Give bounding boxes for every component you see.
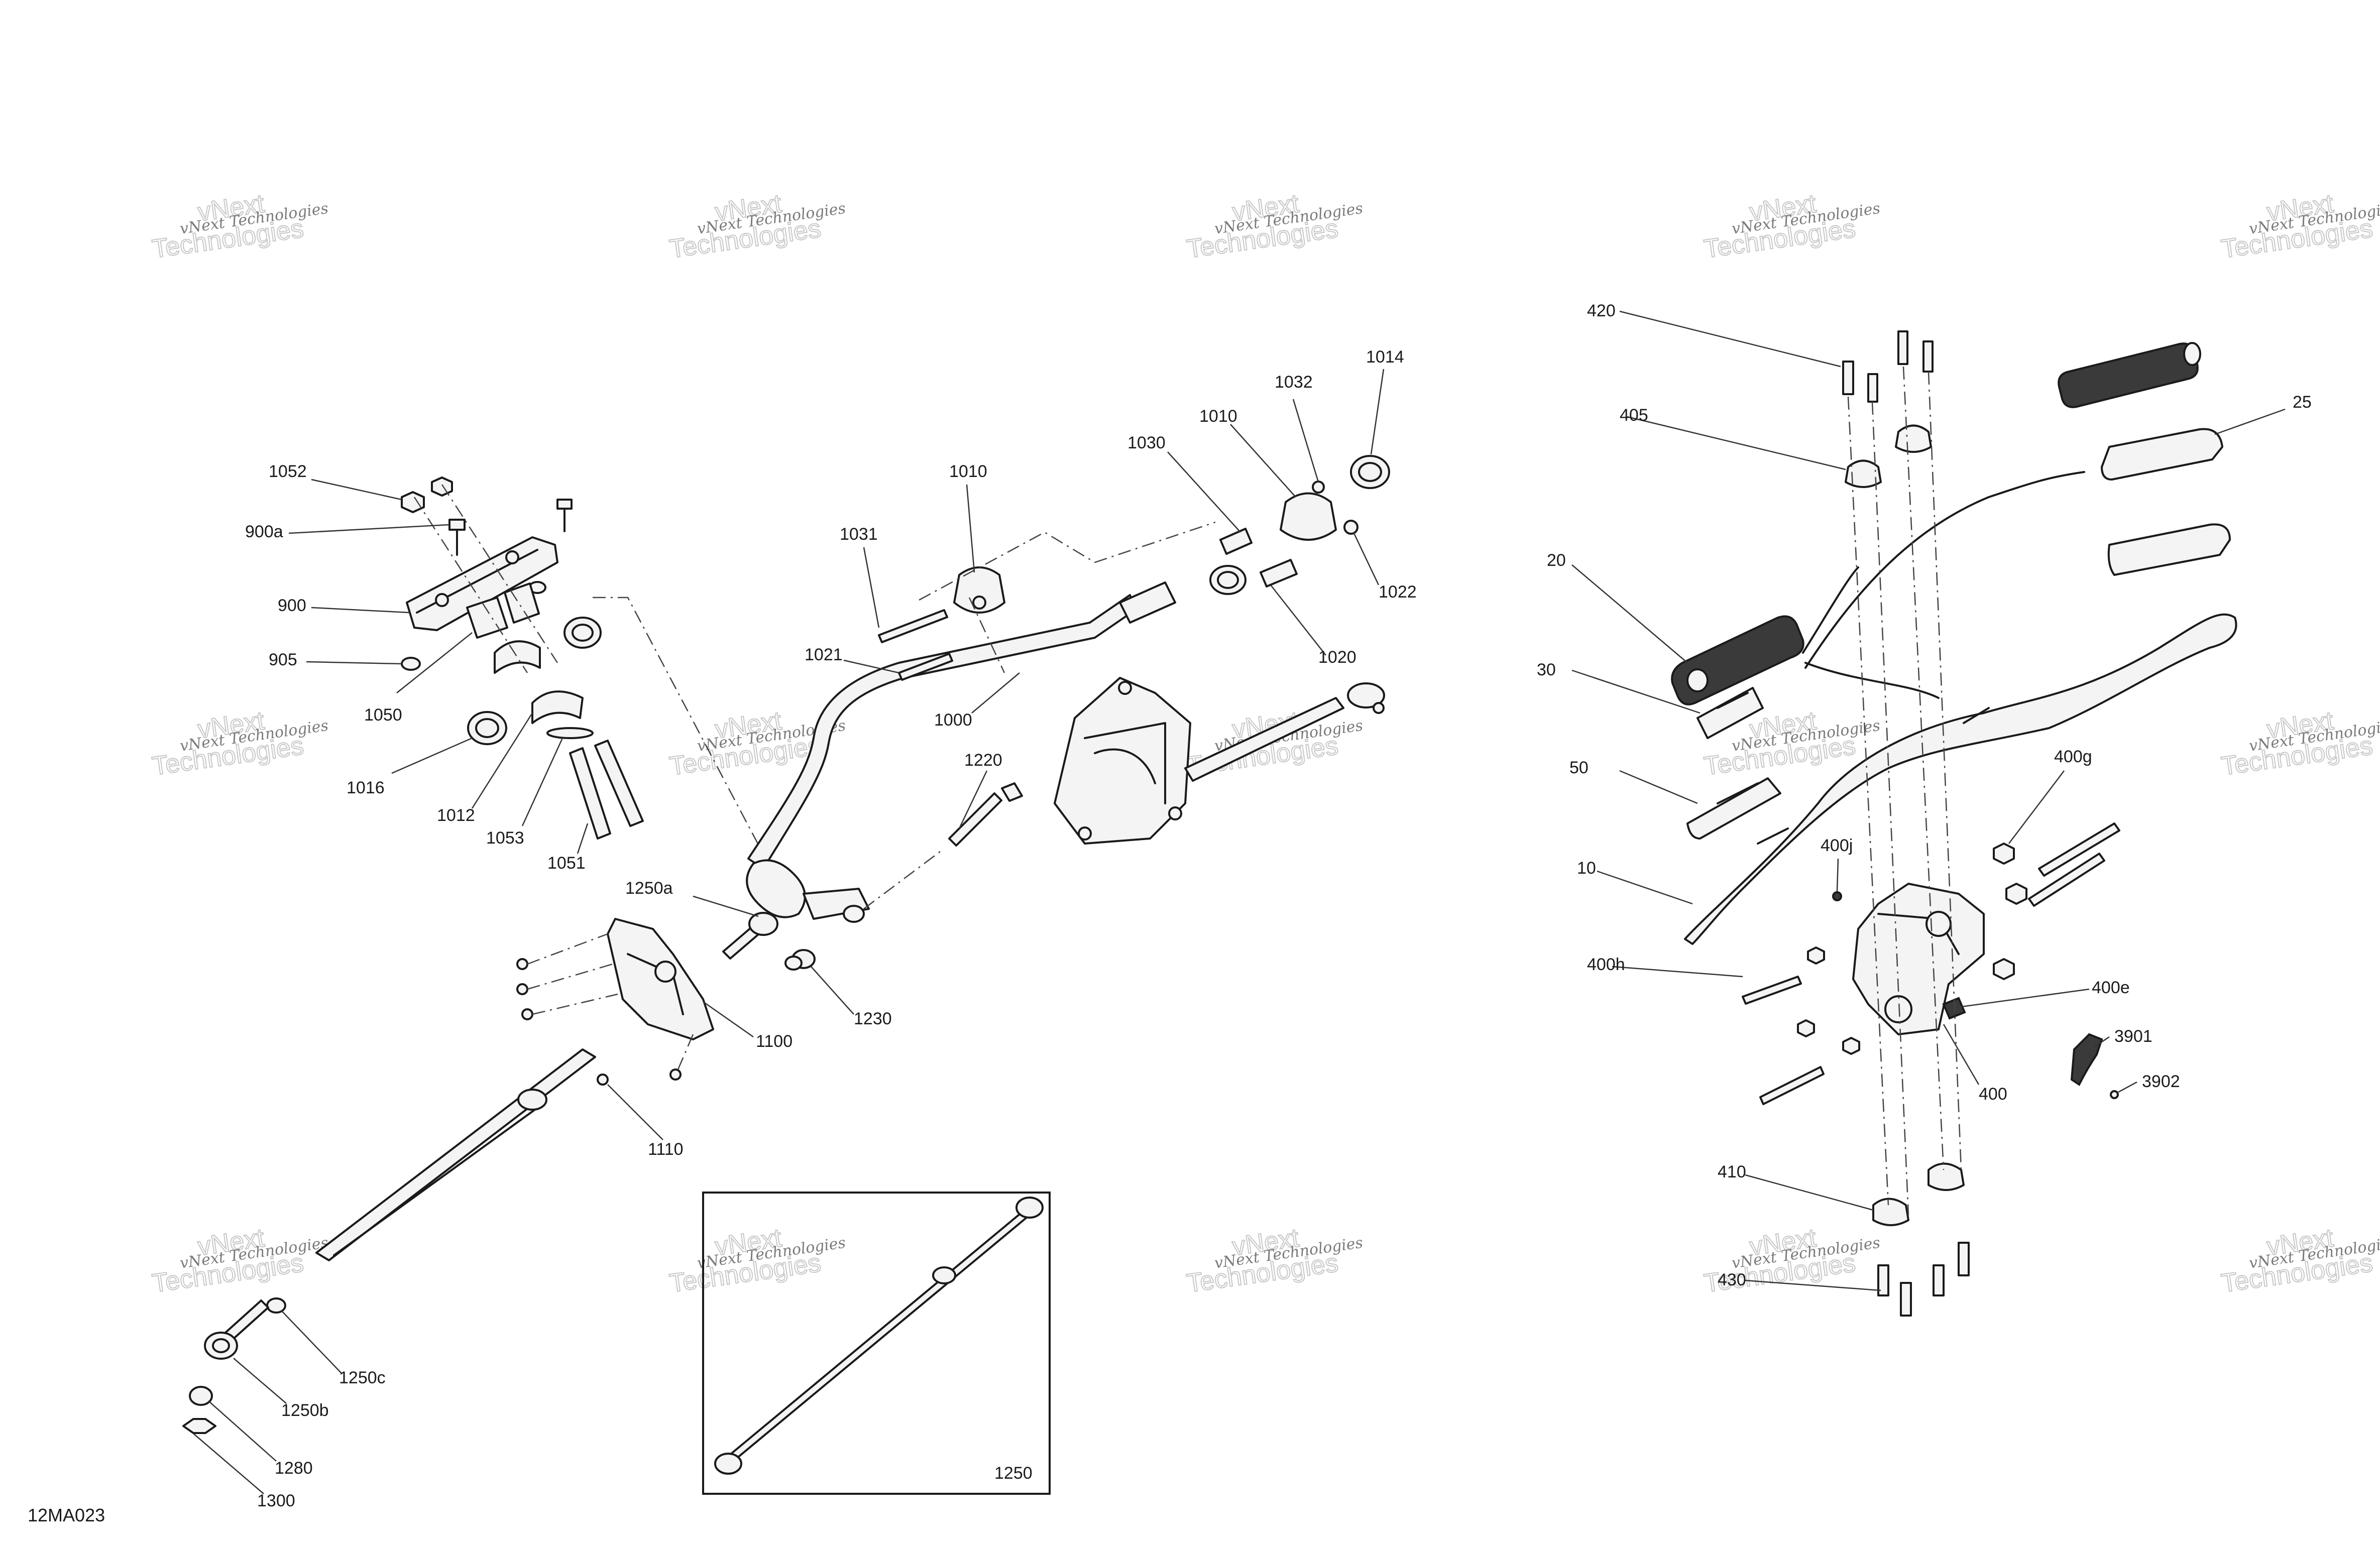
- callout-400h: 400h: [1587, 955, 1625, 974]
- callout-1010-right: 1010: [1199, 407, 1237, 426]
- callout-405: 405: [1620, 406, 1648, 425]
- callout-20: 20: [1547, 551, 1566, 570]
- callout-50: 50: [1569, 758, 1589, 777]
- callout-410: 410: [1718, 1162, 1746, 1181]
- callout-1021: 1021: [805, 645, 843, 664]
- steering-column-assembly: [182, 455, 1390, 1434]
- callout-900a: 900a: [245, 522, 283, 541]
- callout-3902: 3902: [2142, 1072, 2180, 1091]
- callout-900: 900: [278, 596, 306, 615]
- callout-1016: 1016: [347, 778, 385, 797]
- callout-400: 400: [1979, 1085, 2007, 1104]
- callout-1280: 1280: [275, 1459, 313, 1478]
- callout-420: 420: [1587, 301, 1616, 320]
- callout-400j: 400j: [1821, 836, 1853, 855]
- callout-1014: 1014: [1366, 347, 1404, 367]
- callout-400e: 400e: [2092, 978, 2130, 997]
- callout-3901: 3901: [2114, 1027, 2152, 1046]
- callout-1250b: 1250b: [281, 1401, 329, 1420]
- callout-1300: 1300: [257, 1491, 295, 1510]
- callout-1250c: 1250c: [339, 1368, 386, 1387]
- steering-clamp-assembly: [401, 477, 769, 864]
- callout-1030: 1030: [1127, 433, 1166, 452]
- callout-1012: 1012: [437, 806, 475, 825]
- callout-1000: 1000: [934, 710, 972, 730]
- inset-label: 1250: [994, 1464, 1033, 1483]
- callout-10: 10: [1577, 859, 1596, 878]
- callout-1031: 1031: [840, 525, 878, 544]
- callout-1022: 1022: [1379, 582, 1417, 602]
- callout-905: 905: [269, 650, 297, 669]
- callout-labels: 1052 900a 900 905 1050 1016 1012 1053 10…: [245, 301, 2312, 1510]
- callout-1053: 1053: [486, 828, 524, 848]
- figure-code: 12MA023: [28, 1505, 105, 1525]
- leader-lines: [193, 310, 2286, 1494]
- callout-1230: 1230: [854, 1009, 892, 1028]
- handlebar-assembly: [1671, 330, 2237, 1317]
- callout-430: 430: [1718, 1270, 1746, 1289]
- callout-1052: 1052: [269, 462, 307, 481]
- callout-1032: 1032: [1275, 373, 1313, 392]
- callout-1100: 1100: [756, 1032, 792, 1051]
- callout-1110: 1110: [648, 1140, 684, 1159]
- callout-30: 30: [1537, 660, 1556, 679]
- inset-tie-rod-1250: 1250: [702, 1192, 1051, 1495]
- callout-25: 25: [2293, 393, 2312, 412]
- callout-1250a: 1250a: [625, 879, 673, 898]
- callout-400g: 400g: [2054, 747, 2092, 766]
- callout-1051: 1051: [547, 854, 586, 873]
- callout-1050: 1050: [364, 705, 402, 725]
- callout-1220: 1220: [964, 751, 1002, 770]
- callout-1020: 1020: [1318, 648, 1356, 667]
- callout-1010-left: 1010: [949, 462, 987, 481]
